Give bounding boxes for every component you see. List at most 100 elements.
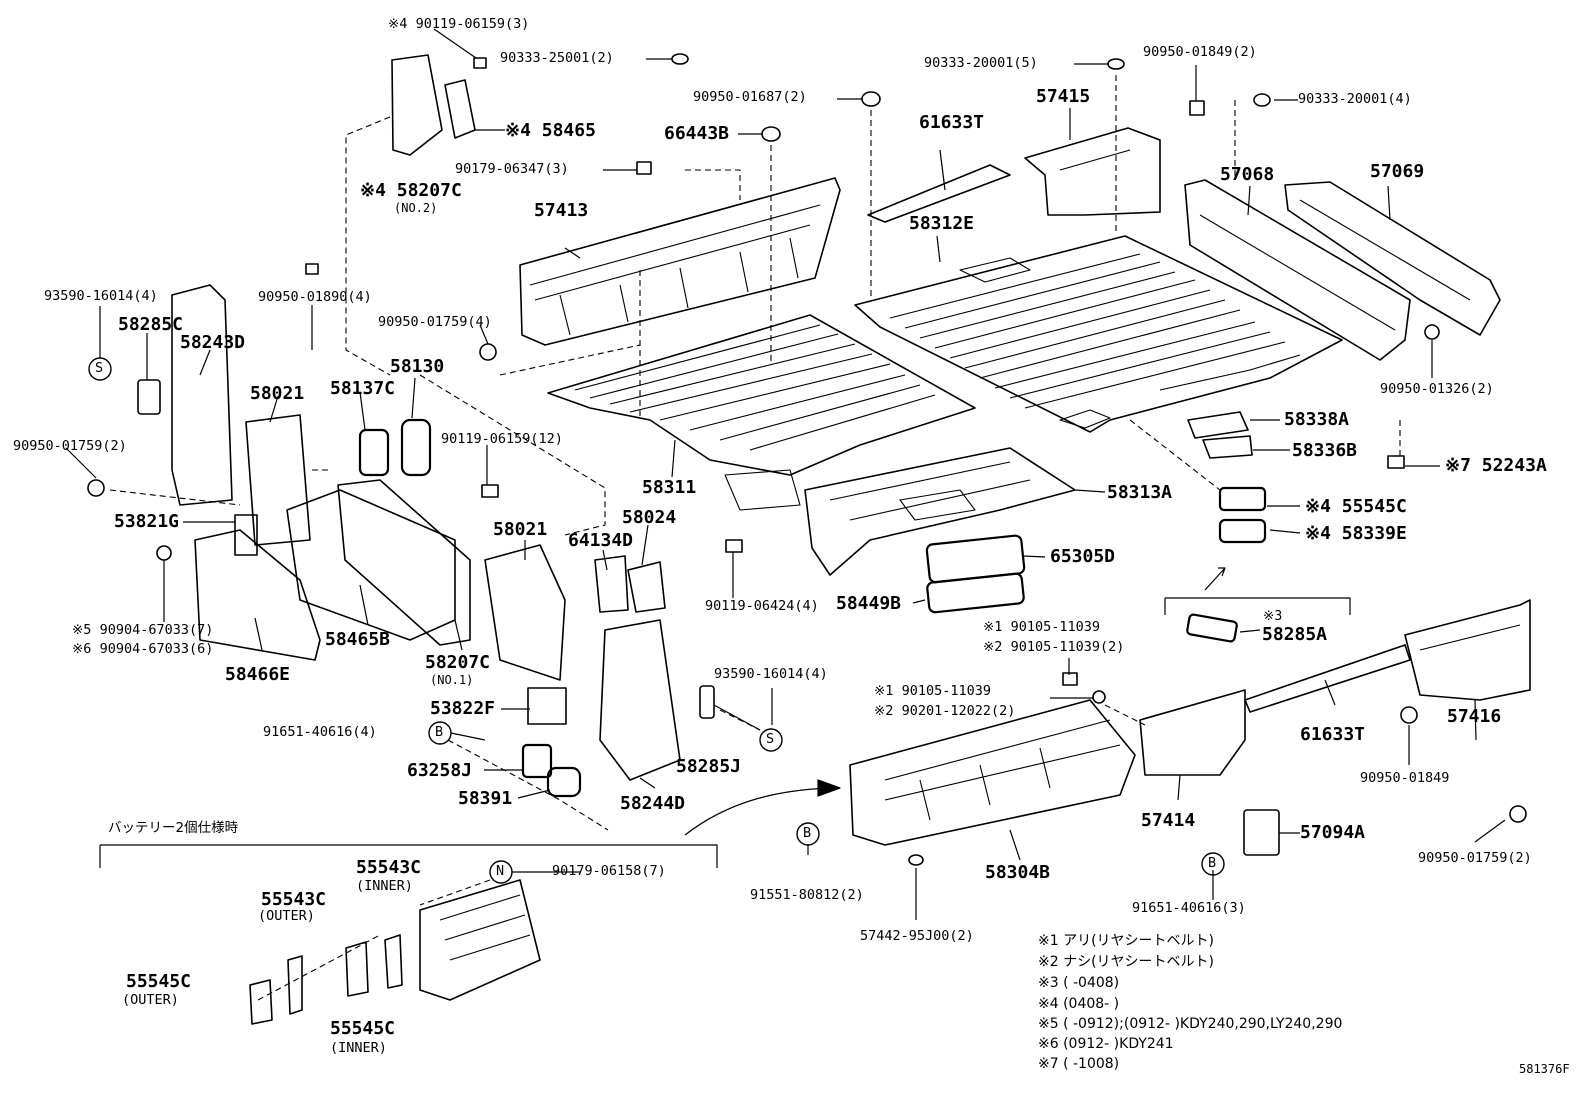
part-label: ※4 90119-06159(3): [388, 16, 530, 32]
part-label: (OUTER): [258, 908, 315, 924]
rail-58304b: [849, 699, 1136, 846]
part-label: 58024: [622, 507, 677, 528]
battery-variant-title: バッテリー2個仕様時: [108, 820, 239, 836]
part-label: 90179-06158(7): [552, 863, 666, 879]
panel-57415: [1024, 127, 1161, 216]
part-label: 57413: [534, 200, 589, 221]
part-label: 91651-40616(4): [263, 724, 377, 740]
part-label: 58021: [250, 383, 305, 404]
sealant-mark: S: [95, 360, 104, 376]
part-label: ※2 90201-12022(2): [874, 703, 1016, 719]
part-label: ※1 90105-11039: [983, 619, 1100, 635]
part-label: 58207C: [425, 652, 491, 673]
part-label: (NO.2): [394, 201, 438, 215]
panel-58466e: [194, 529, 321, 661]
part-label: ※1 90105-11039: [874, 683, 991, 699]
part-label: 58313A: [1107, 482, 1173, 503]
panel-58021-left: [245, 414, 311, 546]
part-label: 64134D: [568, 530, 634, 551]
part-label: 90950-01849(2): [1143, 44, 1257, 60]
part-label: 90950-01759(2): [1418, 850, 1532, 866]
part-label: 57415: [1036, 86, 1091, 107]
part-label: 91651-40616(3): [1132, 900, 1246, 916]
part-label: 53821G: [114, 511, 180, 532]
panel-58021-center: [484, 544, 566, 681]
part-label: 93590-16014(4): [714, 666, 828, 682]
part-label: 90333-20001(5): [924, 55, 1038, 71]
part-label: (OUTER): [122, 992, 179, 1008]
part-label: 90950-01890(4): [258, 289, 372, 305]
part-label: 90119-06424(4): [705, 598, 819, 614]
part-label: 58312E: [909, 213, 975, 234]
part-label: 55545C: [330, 1018, 396, 1039]
part-label: 58130: [390, 356, 445, 377]
part-label: ※7 52243A: [1445, 455, 1547, 476]
part-label: ※6 90904-67033(6): [72, 641, 214, 657]
part-label: 57416: [1447, 706, 1502, 727]
bracket-58207c-no2: [391, 54, 443, 156]
nut-mark: N: [496, 863, 505, 879]
legend-line: ※7 ( -1008): [1038, 1056, 1120, 1072]
part-label: 61633T: [919, 112, 985, 133]
cross-member-58313a: [804, 447, 1076, 576]
bolt-mark: B: [435, 724, 444, 740]
part-label: 58304B: [985, 862, 1051, 883]
part-label: 90950-01849: [1360, 770, 1450, 786]
part-label: ※4 58207C: [360, 180, 462, 201]
drawing-id: 581376F: [1519, 1062, 1570, 1076]
part-label: 66443B: [664, 123, 730, 144]
part-label: 65305D: [1050, 546, 1116, 567]
part-label: 91551-80812(2): [750, 887, 864, 903]
part-label: 57068: [1220, 164, 1275, 185]
bolt-mark: B: [803, 825, 812, 841]
part-label: 58021: [493, 519, 548, 540]
panel-57414: [1139, 689, 1246, 776]
part-label: 58244D: [620, 793, 686, 814]
part-label: 55543C: [356, 857, 422, 878]
part-label: 58311: [642, 477, 697, 498]
part-label: ※4 55545C: [1305, 496, 1407, 517]
part-label: ※4 58339E: [1305, 523, 1407, 544]
part-label: 58466E: [225, 664, 291, 685]
part-label: 90333-20001(4): [1298, 91, 1412, 107]
seals: [358, 418, 1267, 798]
legend-line: ※4 (0408- ): [1038, 996, 1120, 1012]
panel-58207c-no1: [337, 479, 471, 646]
part-label: 57442-95J00(2): [860, 928, 974, 944]
part-label: 58137C: [330, 378, 396, 399]
part-label: 90333-25001(2): [500, 50, 614, 66]
part-label: 90179-06347(3): [455, 161, 569, 177]
dashed-lines: [109, 75, 1401, 1001]
part-label: ※4 58465: [505, 120, 596, 141]
part-label: 90119-06159(12): [441, 431, 563, 447]
part-label: 58336B: [1292, 440, 1358, 461]
part-label: 55545C: [126, 971, 192, 992]
legend-line: ※1 アリ(リヤシートベルト): [1038, 933, 1215, 949]
part-label: 53822F: [430, 698, 496, 719]
legend-line: ※2 ナシ(リヤシートベルト): [1038, 954, 1215, 970]
part-label: (INNER): [356, 878, 413, 894]
part-label: 58243D: [180, 332, 246, 353]
legend-line: ※3 ( -0408): [1038, 975, 1120, 991]
part-label: 90950-01326(2): [1380, 381, 1494, 397]
rail-57069: [1284, 181, 1501, 336]
bracket-58465: [444, 79, 476, 139]
panel-57413: [519, 177, 841, 346]
bolt-mark: B: [1208, 855, 1217, 871]
part-label: 58285C: [118, 314, 184, 335]
part-label: 57069: [1370, 161, 1425, 182]
part-label: (NO.1): [430, 673, 474, 687]
part-label: 90950-01759(4): [378, 314, 492, 330]
part-label: 57094A: [1300, 822, 1366, 843]
panel-58243d: [171, 284, 233, 506]
part-label: 55543C: [261, 889, 327, 910]
part-label: 58449B: [836, 593, 902, 614]
part-label: 58285J: [676, 756, 742, 777]
part-label: 90950-01759(2): [13, 438, 127, 454]
fasteners: [87, 53, 1527, 866]
floor-panel-58312e: [854, 235, 1343, 433]
panel-57416: [1404, 599, 1531, 701]
part-label: 58465B: [325, 629, 391, 650]
